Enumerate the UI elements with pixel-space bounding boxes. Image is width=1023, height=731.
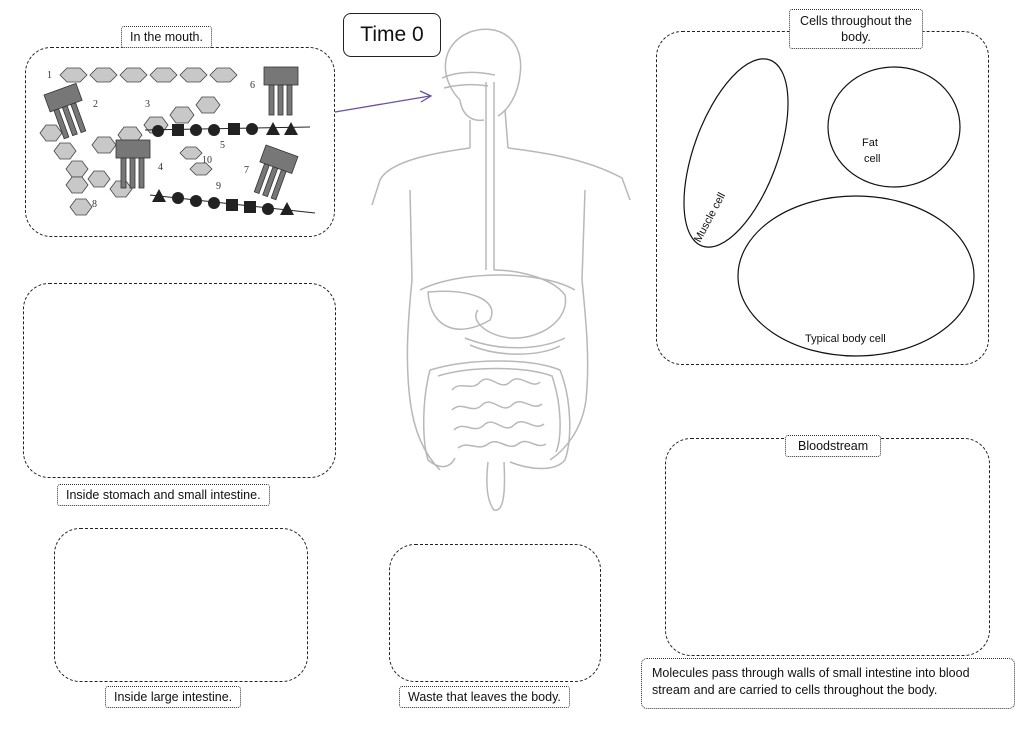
- molecule-number-9: 9: [216, 181, 221, 192]
- molecule-number-7: 7: [244, 165, 249, 176]
- typical-cell-label: Typical body cell: [805, 333, 886, 345]
- waste-label: Waste that leaves the body.: [399, 686, 570, 708]
- note-text: Molecules pass through walls of small in…: [652, 666, 970, 697]
- stomach-label: Inside stomach and small intestine.: [57, 484, 270, 506]
- cells-label-text: Cells throughout the body.: [800, 14, 912, 44]
- large-intestine-box: [54, 528, 308, 682]
- fat-cell-label-2: cell: [864, 153, 881, 165]
- bloodstream-label: Bloodstream: [785, 435, 882, 457]
- note-box: Molecules pass through walls of small in…: [641, 658, 1015, 709]
- waste-box: [389, 544, 601, 682]
- digestive-system-illustration: [371, 28, 631, 511]
- fat-cell: [827, 66, 961, 188]
- molecule-number-4: 4: [158, 162, 163, 173]
- cells-label: Cells throughout the body.: [789, 9, 923, 49]
- muscle-cell: [683, 58, 789, 248]
- mouth-label: In the mouth.: [121, 26, 212, 48]
- typical-body-cell: [737, 195, 975, 357]
- bloodstream-box: [665, 438, 990, 656]
- molecule-number-2: 2: [93, 99, 98, 110]
- molecule-number-6: 6: [250, 80, 255, 91]
- molecule-number-8: 8: [92, 199, 97, 210]
- cells-illustration: Muscle cell Fat cell Typical body cell: [683, 58, 975, 357]
- molecule-number-5: 5: [220, 140, 225, 151]
- stomach-box: [23, 283, 336, 478]
- molecule-number-10: 10: [202, 155, 212, 166]
- molecules-illustration: 1 2 3 4 5 6 7 8 9 10: [39, 66, 316, 216]
- muscle-cell-label: Muscle cell: [692, 191, 728, 245]
- time-label: Time 0: [343, 13, 441, 57]
- large-intestine-label: Inside large intestine.: [105, 686, 242, 708]
- molecule-number-3: 3: [145, 99, 150, 110]
- molecule-number-1: 1: [47, 70, 52, 81]
- fat-cell-label-1: Fat: [862, 137, 878, 149]
